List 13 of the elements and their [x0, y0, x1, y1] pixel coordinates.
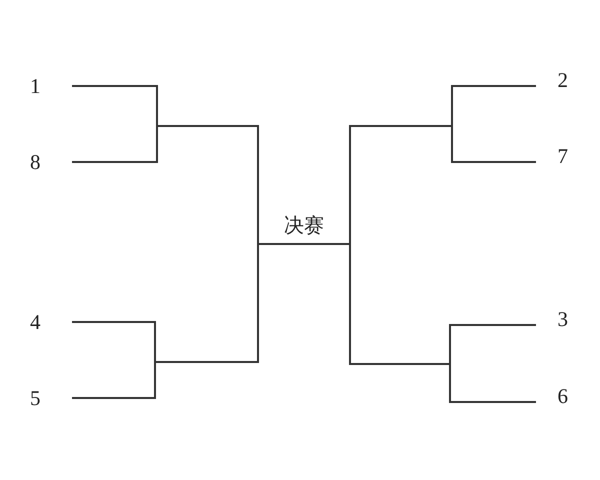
seed-number: 8	[30, 149, 72, 175]
bracket-line	[72, 125, 259, 244]
seed-number: 6	[536, 383, 568, 409]
final-label: 决赛	[258, 212, 350, 245]
seed-number: 4	[30, 309, 72, 335]
bracket-line	[72, 244, 259, 399]
seed-number: 1	[30, 73, 72, 99]
seed-number: 7	[536, 143, 568, 169]
seed-number: 5	[30, 385, 72, 411]
bracket-line	[349, 125, 536, 244]
seed-number: 2	[536, 67, 568, 93]
seed-number: 3	[536, 306, 568, 332]
bracket-line	[349, 244, 536, 403]
